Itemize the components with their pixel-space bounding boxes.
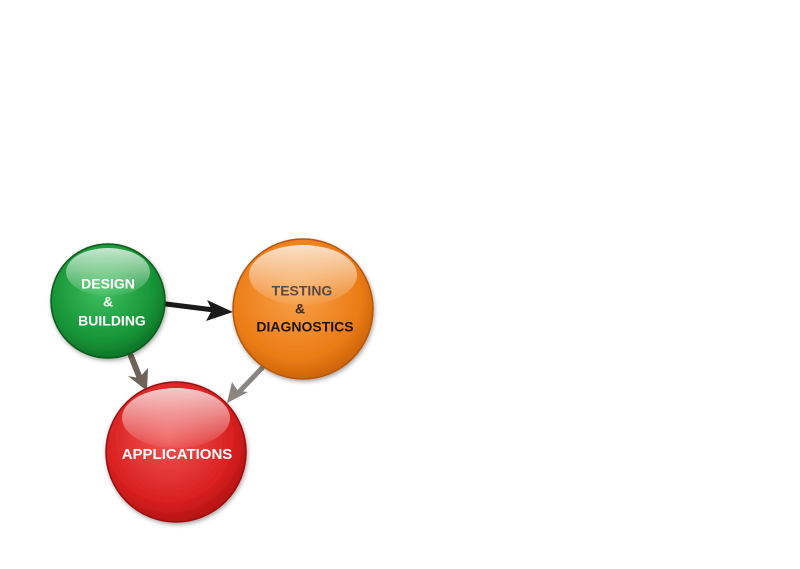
- gloss-highlight: [66, 248, 150, 296]
- node-applications: APPLICATIONS: [105, 381, 247, 523]
- arrow-head-icon: [206, 300, 233, 321]
- gloss-highlight: [122, 388, 230, 448]
- edge-design-to-testing: [163, 300, 233, 321]
- arrow-head-icon: [227, 382, 248, 403]
- node-label-line3: DIAGNOSTICS: [256, 319, 353, 335]
- edge-testing-to-applications: [227, 365, 265, 403]
- arrow-shaft: [128, 353, 142, 379]
- node-label-line1: DESIGN: [81, 276, 135, 292]
- node-label: APPLICATIONS: [122, 446, 233, 463]
- node-label-line2: &: [103, 294, 113, 310]
- node-testing-diagnostics: TESTING & DIAGNOSTICS: [232, 238, 374, 380]
- arrow-shaft: [237, 365, 265, 394]
- node-design-building: DESIGN & BUILDING: [50, 243, 166, 359]
- gloss-highlight: [249, 245, 357, 305]
- edge-design-to-applications: [128, 353, 148, 391]
- arrow-head-icon: [128, 368, 148, 391]
- arrow-shaft: [163, 301, 217, 313]
- node-label-line3: BUILDING: [78, 313, 146, 329]
- node-label-line1: TESTING: [272, 283, 333, 299]
- node-label-line2: &: [295, 301, 305, 317]
